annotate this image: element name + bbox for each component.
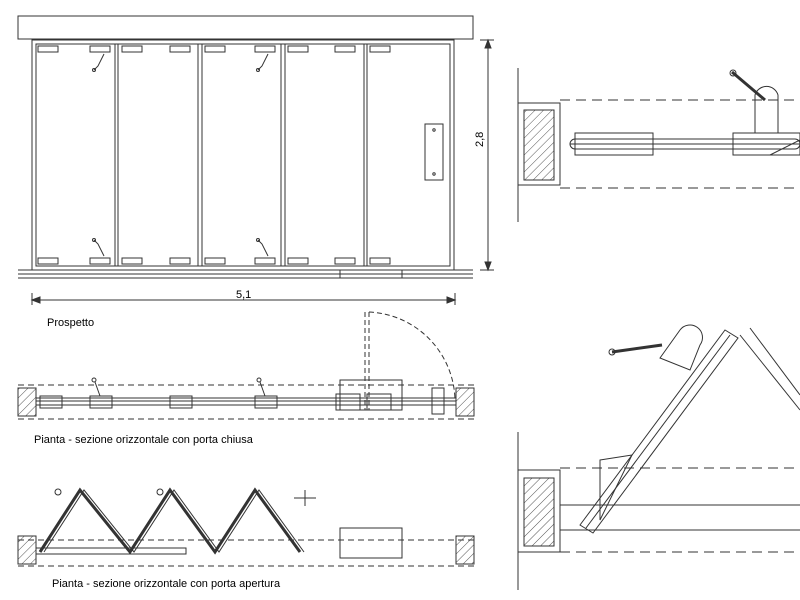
plan-closed-hinges — [39, 393, 392, 411]
outer-frame — [31, 39, 455, 271]
width-dimension-label: 5,1 — [236, 289, 252, 301]
lock-plate — [424, 123, 444, 181]
hinges-top — [37, 45, 391, 53]
detail-closed — [517, 68, 800, 222]
dimension-width — [30, 293, 457, 305]
plan-open-caption: Pianta - sezione orizzontale con porta a… — [52, 578, 281, 590]
plan-closed-view — [17, 311, 475, 420]
inner-frame — [35, 43, 451, 267]
elevation-caption: Prospetto — [47, 317, 95, 329]
hinges-bottom — [37, 257, 391, 265]
height-dimension-label: 2,8 — [474, 131, 486, 147]
detail-open — [517, 324, 800, 590]
plan-closed-caption: Pianta - sezione orizzontale con porta c… — [34, 434, 253, 446]
dimension-height — [480, 38, 494, 272]
header-beam — [17, 15, 474, 40]
elevation-view — [17, 15, 494, 305]
plan-open-view — [17, 487, 475, 567]
